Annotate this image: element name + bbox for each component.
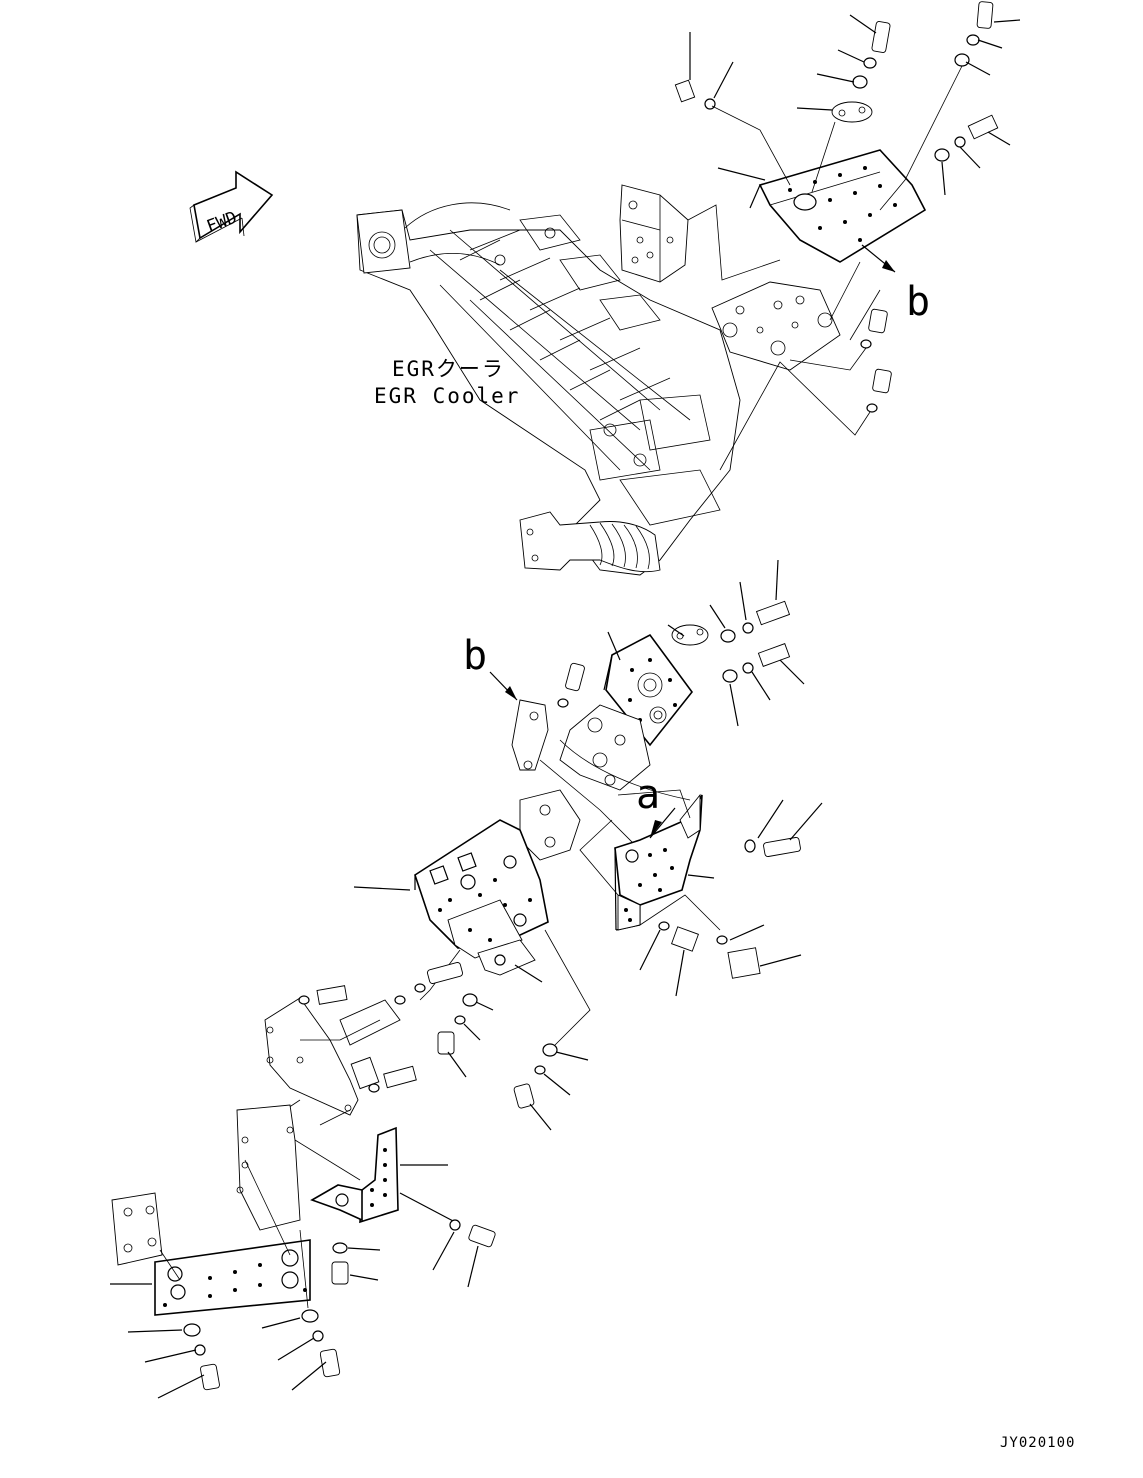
callout-b-middle: b <box>463 633 488 679</box>
egr-cooler <box>356 202 741 576</box>
callout-b-top: b <box>906 279 931 325</box>
upper-heat-shield <box>749 101 927 263</box>
upper-bracket <box>619 184 689 283</box>
upper-flange-plate <box>711 281 841 371</box>
lower-l-bracket <box>236 1104 456 1231</box>
egr-cooler-label-jp: EGRクーラ <box>392 357 505 381</box>
callout-b-arrow <box>489 671 518 701</box>
right-angle-bracket <box>579 789 823 931</box>
upper-leader-lines <box>687 14 1021 471</box>
bottom-left-fasteners <box>127 1309 341 1399</box>
lower-left-mount <box>239 962 464 1141</box>
middle-right-fasteners <box>607 559 805 727</box>
central-lower-fasteners <box>419 929 591 1131</box>
bottom-right-fasteners <box>331 1219 496 1288</box>
figure-id: JY020100 <box>1000 1435 1076 1451</box>
middle-upper-plate <box>603 624 709 747</box>
egr-cooler-label-en: EGR Cooler <box>374 384 521 408</box>
bottom-base-plate <box>110 1159 311 1316</box>
callout-a: a <box>636 772 661 818</box>
forward-arrow-icon: FWD <box>189 170 274 243</box>
top-fasteners <box>674 1 999 413</box>
lower-right-fasteners <box>639 894 802 997</box>
central-main-bracket <box>353 819 549 983</box>
